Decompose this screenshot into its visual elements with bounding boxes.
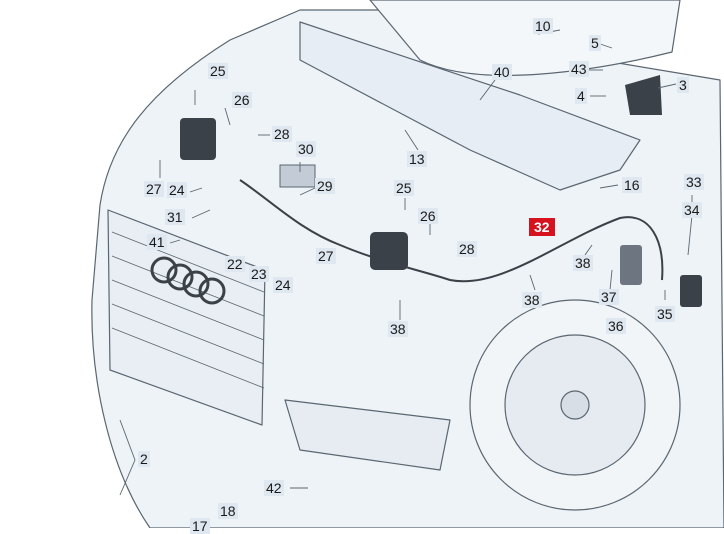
callout-5: 5: [589, 35, 601, 51]
callout-28-upper: 28: [272, 126, 292, 142]
callout-36: 36: [606, 318, 626, 334]
callout-38-left: 38: [388, 321, 408, 337]
hood-locks: [180, 75, 702, 307]
callout-24-lower: 24: [273, 277, 293, 293]
hood-panel: [369, 0, 681, 76]
callout-42: 42: [264, 480, 284, 496]
callout-24-upper: 24: [167, 182, 187, 198]
callout-3: 3: [677, 77, 689, 93]
callout-18: 18: [218, 503, 238, 519]
fog-panel: [284, 399, 451, 471]
callout-22: 22: [225, 256, 245, 272]
wheel-hub: [560, 390, 590, 420]
callout-27-mid: 27: [316, 248, 336, 264]
callout-30: 30: [296, 141, 316, 157]
audi-rings: [150, 256, 226, 305]
callout-17: 17: [190, 518, 210, 534]
callout-28-mid: 28: [457, 241, 477, 257]
callout-40: 40: [492, 64, 512, 80]
callout-16: 16: [622, 177, 642, 193]
callout-26-mid: 26: [418, 208, 438, 224]
callout-41: 41: [147, 234, 167, 250]
release-cable: [239, 179, 664, 283]
callout-38-center: 38: [573, 255, 593, 271]
callout-32-highlighted: 32: [529, 218, 555, 236]
callout-10: 10: [533, 18, 553, 34]
callout-34: 34: [682, 202, 702, 218]
callout-23: 23: [249, 266, 269, 282]
callout-29: 29: [315, 178, 335, 194]
leader-lines: [119, 29, 693, 496]
callout-25-mid: 25: [394, 180, 414, 196]
callout-43: 43: [569, 61, 589, 77]
callout-38-right: 38: [522, 292, 542, 308]
callout-13: 13: [407, 151, 427, 167]
cowl-panel: [299, 21, 641, 191]
callout-4: 4: [575, 88, 587, 104]
callout-2: 2: [138, 451, 150, 467]
callout-35: 35: [655, 306, 675, 322]
callout-33: 33: [684, 174, 704, 190]
callout-26-upper: 26: [232, 92, 252, 108]
callout-31: 31: [165, 209, 185, 225]
callout-37: 37: [599, 289, 619, 305]
callout-27-left: 27: [144, 181, 164, 197]
callout-25-upper: 25: [208, 63, 228, 79]
